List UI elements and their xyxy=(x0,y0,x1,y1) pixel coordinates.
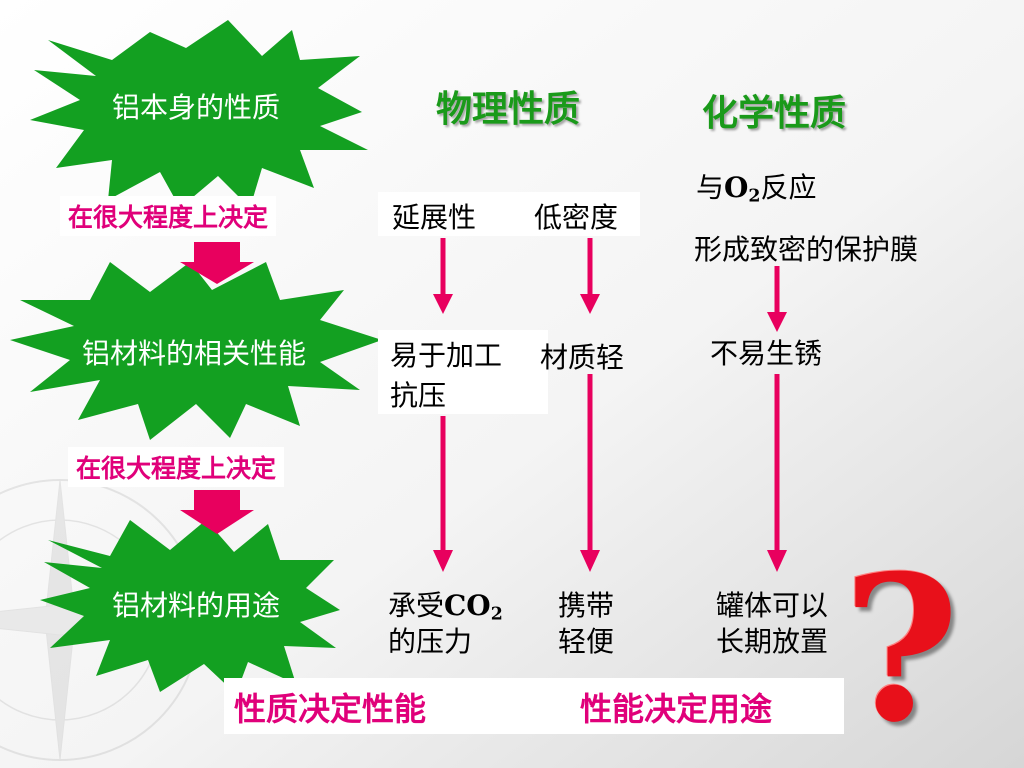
use-co2-pressure-line2: 的压力 xyxy=(388,625,473,658)
performance-compression: 抗压 xyxy=(390,379,447,412)
starburst-middle xyxy=(10,262,382,440)
chemical-protective-film-line: 形成致密的保护膜 xyxy=(694,233,919,266)
decide-label-lower: 在很大程度上决定 xyxy=(68,447,285,487)
property-ductility: 延展性 xyxy=(392,201,477,234)
question-mark-icon: ? xyxy=(842,532,960,767)
burst-label-material-performance: 铝材料的相关性能 xyxy=(82,337,307,370)
chemical-reaction-line: 与O2反应 xyxy=(696,166,817,206)
property-low-density: 低密度 xyxy=(534,201,619,234)
burst-label-intrinsic-properties: 铝本身的性质 xyxy=(112,91,281,124)
conclusion-box xyxy=(224,678,844,734)
co2-prefix: 承受 xyxy=(388,589,445,622)
arrow-density xyxy=(580,238,600,314)
oxygen-subscript: 2 xyxy=(748,186,761,207)
arrow-process xyxy=(433,416,453,572)
heading-chemical-properties: 化学性质 xyxy=(702,93,847,134)
oxygen-formula: O xyxy=(724,171,749,204)
co2-subscript: 2 xyxy=(490,604,503,625)
use-carry-line2: 轻便 xyxy=(558,625,615,658)
starburst-bottom xyxy=(40,520,340,694)
burst-label-material-uses: 铝材料的用途 xyxy=(112,589,281,622)
use-can-line2: 长期放置 xyxy=(716,625,829,658)
properties-box xyxy=(378,192,640,236)
performance-easy-process: 易于加工 xyxy=(390,339,503,372)
arrow-ductility xyxy=(433,238,453,314)
heading-physical-properties: 物理性质 xyxy=(436,89,581,130)
conclusion-performance-determines-use: 性能决定用途 xyxy=(580,690,773,728)
decide-label-upper: 在很大程度上决定 xyxy=(60,196,277,236)
use-co2-pressure-line1: 承受CO2 xyxy=(388,584,503,624)
co2-formula: CO xyxy=(444,589,491,622)
chem-prefix: 与 xyxy=(696,171,725,204)
arrow-light xyxy=(580,374,600,572)
use-can-line1: 罐体可以 xyxy=(716,589,829,622)
performance-rust-resistant: 不易生锈 xyxy=(710,337,823,370)
performance-box xyxy=(378,330,548,414)
arrow-chemical xyxy=(767,266,787,332)
starburst-top xyxy=(30,20,368,208)
down-block-arrow-upper xyxy=(180,242,254,284)
conclusion-properties-determine-performance: 性质决定性能 xyxy=(234,690,427,728)
chem-suffix: 反应 xyxy=(760,171,817,204)
arrow-rust xyxy=(767,374,787,572)
use-carry-line1: 携带 xyxy=(558,589,615,622)
performance-light-material: 材质轻 xyxy=(540,341,625,374)
down-block-arrow-lower xyxy=(180,490,254,534)
